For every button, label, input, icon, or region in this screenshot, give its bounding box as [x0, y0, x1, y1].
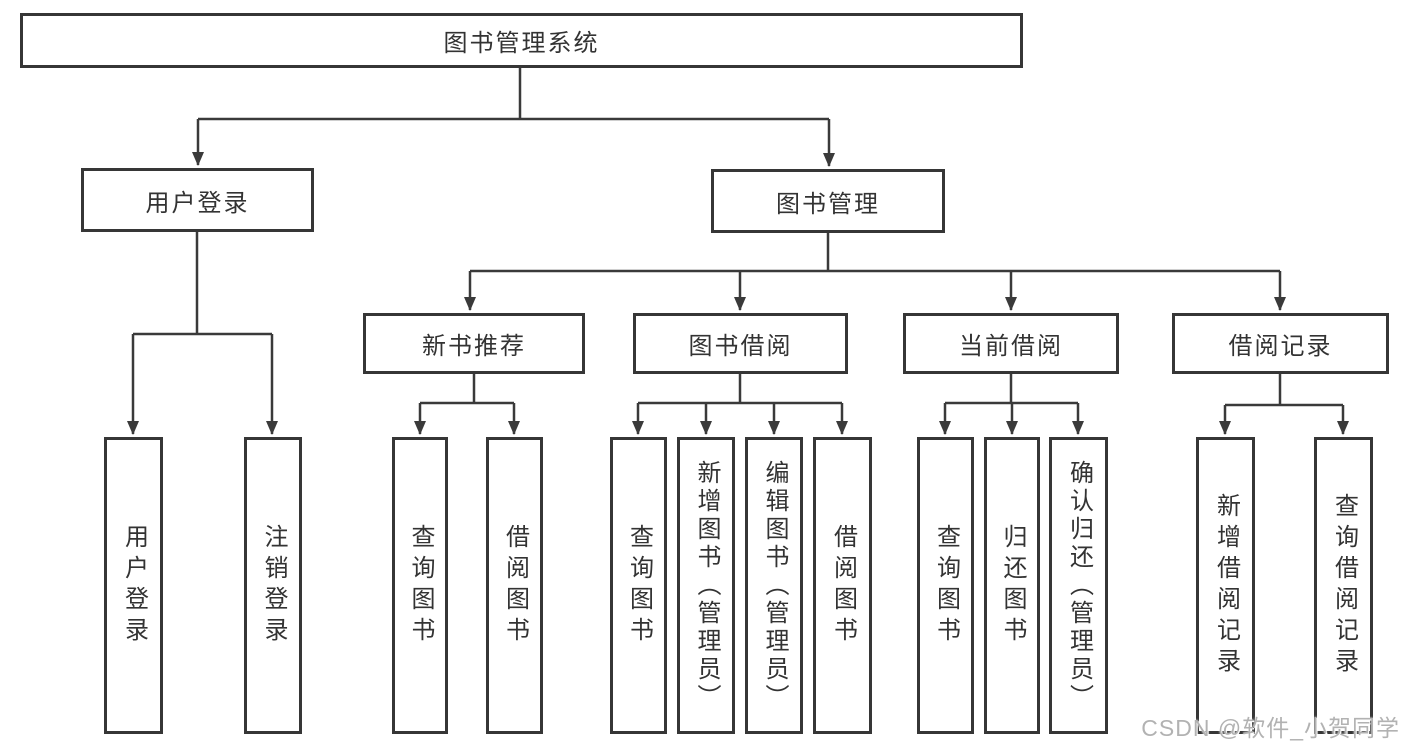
leaf-br-add-record-label: 新增借阅记录 — [1212, 492, 1240, 679]
connector-borrow-records-fork — [1225, 374, 1343, 407]
leaf-logout-label: 注销登录 — [260, 523, 287, 648]
connector-user-login-fork — [133, 232, 272, 336]
connector-root-to-level2 — [198, 68, 829, 121]
node-book-borrow-label: 图书借阅 — [688, 333, 793, 360]
leaf-br-query-record-label: 查询借阅记录 — [1330, 492, 1358, 679]
node-book-mgmt-label: 图书管理 — [776, 190, 880, 218]
leaf-nbr-borrow-books-label: 借阅图书 — [501, 523, 529, 648]
node-root: 图书管理系统 — [20, 13, 1023, 68]
leaf-br-query-record: 查询借阅记录 — [1314, 437, 1373, 734]
leaf-nbr-borrow-books: 借阅图书 — [486, 437, 543, 734]
leaf-nbr-query-books: 查询图书 — [392, 437, 448, 734]
leaf-bb-edit-books-admin-label: 编辑图书（管理员） — [761, 459, 788, 712]
connector-new-book-rec-fork — [420, 374, 514, 405]
leaf-bb-add-books-admin-label: 新增图书（管理员） — [693, 459, 720, 712]
connector-book-mgmt-fork — [470, 233, 1280, 273]
node-new-book-rec: 新书推荐 — [363, 313, 585, 374]
csdn-watermark: CSDN @软件_小贺同学 — [1141, 715, 1400, 741]
leaf-cb-query-books-label: 查询图书 — [932, 523, 960, 648]
leaf-bb-edit-books-admin: 编辑图书（管理员） — [745, 437, 803, 734]
connector-book-borrow-fork — [638, 374, 842, 405]
node-user-login: 用户登录 — [81, 168, 314, 232]
leaf-cb-return-books-label: 归还图书 — [999, 523, 1026, 648]
leaf-bb-query-books: 查询图书 — [610, 437, 667, 734]
node-book-borrow: 图书借阅 — [633, 313, 848, 374]
node-borrow-records: 借阅记录 — [1172, 313, 1389, 374]
connector-current-borrow-fork — [945, 374, 1078, 405]
leaf-logout: 注销登录 — [244, 437, 302, 734]
node-borrow-records-label: 借阅记录 — [1228, 333, 1333, 360]
leaf-br-add-record: 新增借阅记录 — [1196, 437, 1255, 734]
leaf-bb-borrow-books: 借阅图书 — [813, 437, 872, 734]
node-root-label: 图书管理系统 — [443, 30, 600, 57]
leaf-bb-query-books-label: 查询图书 — [625, 523, 653, 648]
leaf-cb-return-books: 归还图书 — [984, 437, 1040, 734]
leaf-user-login: 用户登录 — [104, 437, 163, 734]
node-book-mgmt: 图书管理 — [711, 169, 945, 233]
leaf-bb-borrow-books-label: 借阅图书 — [829, 523, 857, 648]
node-current-borrow-label: 当前借阅 — [959, 333, 1063, 360]
leaf-cb-confirm-return-admin: 确认归还（管理员） — [1049, 437, 1108, 734]
node-user-login-label: 用户登录 — [145, 189, 250, 217]
node-current-borrow: 当前借阅 — [903, 313, 1119, 374]
node-new-book-rec-label: 新书推荐 — [422, 333, 526, 360]
leaf-nbr-query-books-label: 查询图书 — [407, 523, 434, 648]
leaf-bb-add-books-admin: 新增图书（管理员） — [677, 437, 735, 734]
leaf-user-login-label: 用户登录 — [120, 523, 148, 648]
leaf-cb-confirm-return-admin-label: 确认归还（管理员） — [1065, 459, 1093, 712]
leaf-cb-query-books: 查询图书 — [917, 437, 974, 734]
